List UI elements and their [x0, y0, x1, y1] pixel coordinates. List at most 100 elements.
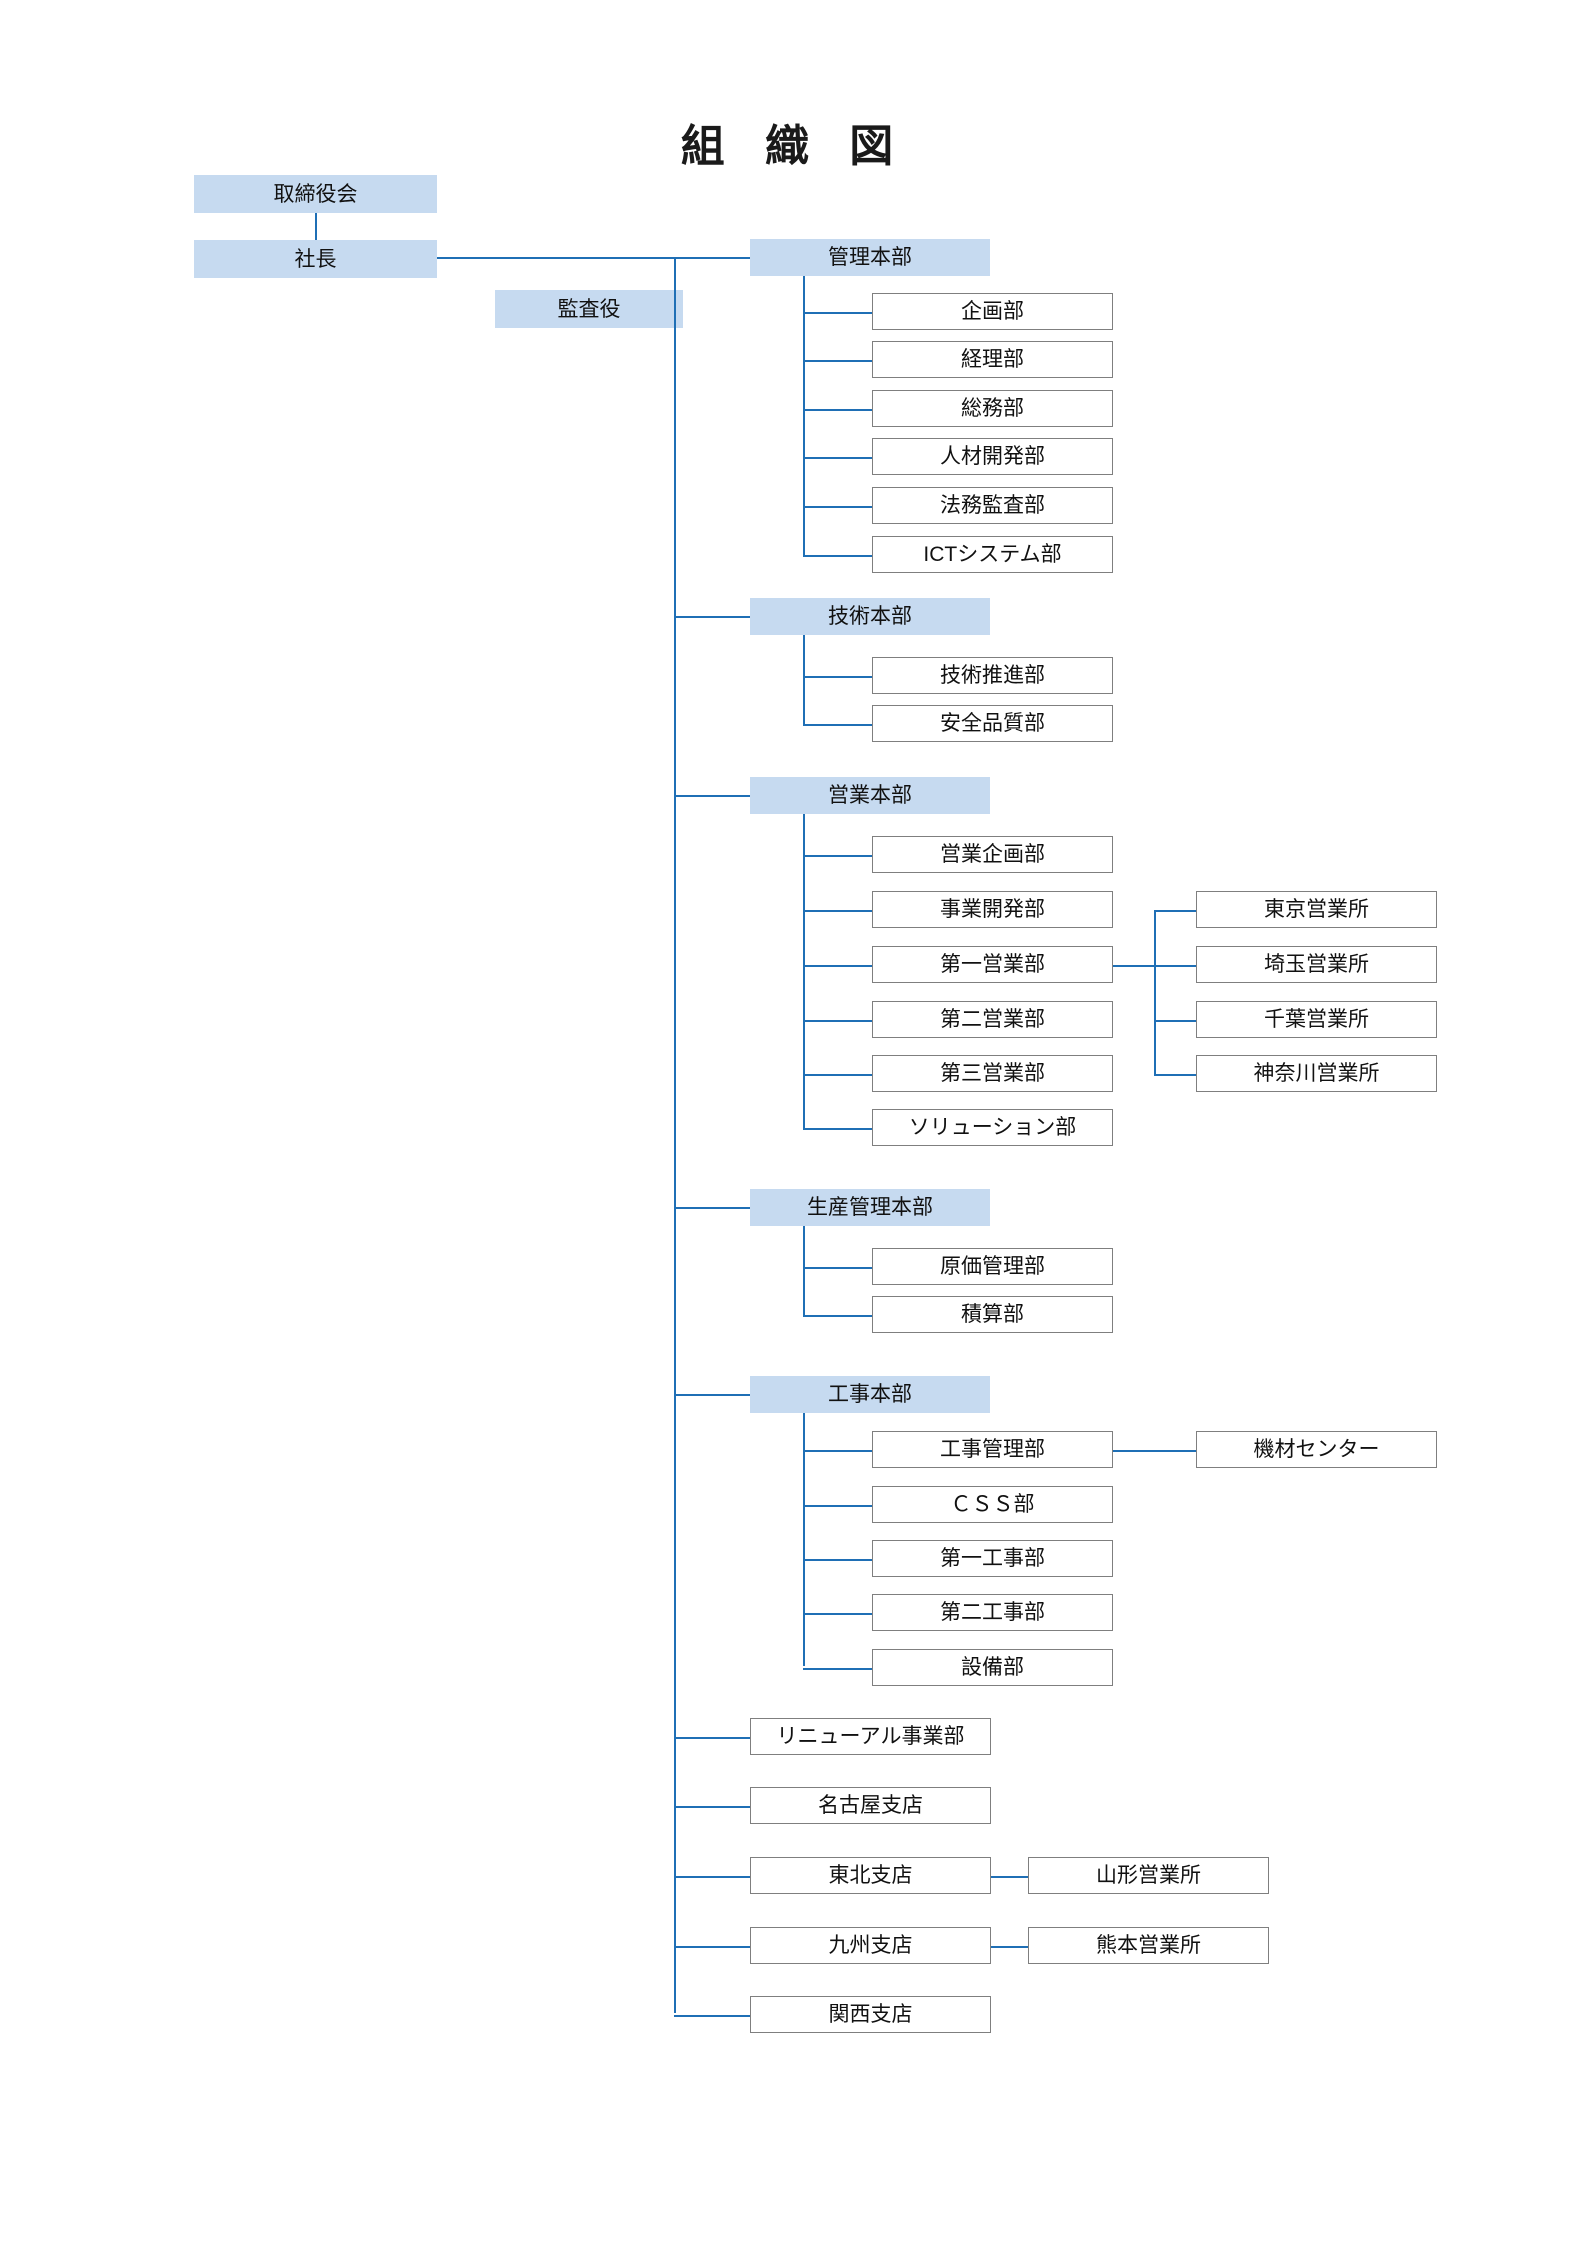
node-label: リニューアル事業部 [776, 1725, 965, 1748]
node-dept-1-1[interactable]: 安全品質部 [872, 705, 1113, 742]
connector-branch-3-office [991, 1946, 1028, 1948]
node-dept-0-0[interactable]: 企画部 [872, 293, 1113, 330]
node-dept-2-3[interactable]: 第二営業部 [872, 1001, 1113, 1038]
node-label: 積算部 [961, 1303, 1024, 1326]
node-dept-2-5[interactable]: ソリューション部 [872, 1109, 1113, 1146]
node-label: 設備部 [961, 1656, 1024, 1679]
node-dept-0-3[interactable]: 人材開発部 [872, 438, 1113, 475]
subtrunk-sales-offices [1154, 910, 1156, 1075]
subtrunk-division-2 [803, 814, 805, 1129]
connector-trunk-division-3 [674, 1207, 750, 1209]
node-branch-3[interactable]: 九州支店 [750, 1927, 991, 1964]
connector-office-2-2 [1154, 1020, 1196, 1022]
connector-office-2-3 [1154, 1074, 1196, 1076]
node-division-4[interactable]: 工事本部 [750, 1376, 990, 1413]
connector-dept-3-0 [803, 1267, 872, 1269]
node-label: 神奈川営業所 [1253, 1062, 1380, 1085]
node-division-1[interactable]: 技術本部 [750, 598, 990, 635]
node-label: 工事本部 [828, 1383, 912, 1406]
node-dept-0-2[interactable]: 総務部 [872, 390, 1113, 427]
node-label: 第一工事部 [940, 1547, 1045, 1570]
node-branch-4[interactable]: 関西支店 [750, 1996, 991, 2033]
node-office-2-2[interactable]: 千葉営業所 [1196, 1001, 1437, 1038]
connector-office-4-0 [1113, 1450, 1196, 1452]
connector-dept-4-4 [803, 1668, 872, 1670]
node-dept-4-2[interactable]: 第一工事部 [872, 1540, 1113, 1577]
node-label: ＣＳＳ部 [950, 1493, 1035, 1516]
node-branch-0[interactable]: リニューアル事業部 [750, 1718, 991, 1755]
node-label: 第二営業部 [940, 1008, 1045, 1031]
node-label: 人材開発部 [940, 445, 1045, 468]
node-office-2-1[interactable]: 埼玉営業所 [1196, 946, 1437, 983]
node-office-4-0[interactable]: 機材センター [1196, 1431, 1437, 1468]
node-label: 経理部 [961, 348, 1024, 371]
connector-trunk-branch-2 [674, 1876, 750, 1878]
node-dept-2-1[interactable]: 事業開発部 [872, 891, 1113, 928]
node-division-2[interactable]: 営業本部 [750, 777, 990, 814]
node-dept-4-0[interactable]: 工事管理部 [872, 1431, 1113, 1468]
connector-dept-0-0 [803, 312, 872, 314]
node-dept-3-1[interactable]: 積算部 [872, 1296, 1113, 1333]
node-label: 東北支店 [828, 1864, 913, 1887]
node-label: 取締役会 [273, 182, 358, 206]
node-label: 安全品質部 [940, 712, 1045, 735]
node-label: 熊本営業所 [1096, 1934, 1201, 1957]
connector-trunk-branch-0 [674, 1737, 750, 1739]
node-dept-4-4[interactable]: 設備部 [872, 1649, 1113, 1686]
node-label: 管理本部 [828, 246, 912, 269]
node-branch-1[interactable]: 名古屋支店 [750, 1787, 991, 1824]
node-dept-2-2[interactable]: 第一営業部 [872, 946, 1113, 983]
node-division-0[interactable]: 管理本部 [750, 239, 990, 276]
subtrunk-division-1 [803, 635, 805, 725]
connector-board-president [315, 213, 317, 240]
connector-dept-2-1 [803, 910, 872, 912]
node-label: 東京営業所 [1264, 898, 1369, 921]
node-label: 総務部 [961, 397, 1024, 420]
node-office-2-0[interactable]: 東京営業所 [1196, 891, 1437, 928]
node-label: 企画部 [961, 300, 1024, 323]
node-label: 埼玉営業所 [1264, 953, 1369, 976]
node-dept-2-4[interactable]: 第三営業部 [872, 1055, 1113, 1092]
node-branch-office-3[interactable]: 熊本営業所 [1028, 1927, 1269, 1964]
subtrunk-division-0 [803, 276, 805, 557]
connector-sales-office-stub [1113, 965, 1155, 967]
node-division-3[interactable]: 生産管理本部 [750, 1189, 990, 1226]
connector-trunk-division-1 [674, 616, 750, 618]
node-dept-0-4[interactable]: 法務監査部 [872, 487, 1113, 524]
connector-dept-2-2 [803, 965, 872, 967]
connector-dept-3-1 [803, 1315, 872, 1317]
connector-dept-0-2 [803, 409, 872, 411]
connector-office-2-1 [1154, 965, 1196, 967]
node-dept-0-1[interactable]: 経理部 [872, 341, 1113, 378]
node-branch-office-2[interactable]: 山形営業所 [1028, 1857, 1269, 1894]
node-label: 法務監査部 [940, 494, 1045, 517]
connector-trunk-division-4 [674, 1394, 750, 1396]
node-label: 生産管理本部 [807, 1196, 933, 1219]
node-label: 営業企画部 [940, 843, 1045, 866]
main-trunk-line [674, 257, 676, 2013]
node-label: 九州支店 [828, 1934, 913, 1957]
node-dept-2-0[interactable]: 営業企画部 [872, 836, 1113, 873]
node-dept-0-5[interactable]: ICTシステム部 [872, 536, 1113, 573]
node-president[interactable]: 社長 [194, 240, 437, 278]
node-dept-4-1[interactable]: ＣＳＳ部 [872, 1486, 1113, 1523]
node-dept-3-0[interactable]: 原価管理部 [872, 1248, 1113, 1285]
connector-trunk-division-0 [674, 257, 750, 259]
connector-dept-2-3 [803, 1020, 872, 1022]
node-board-of-directors[interactable]: 取締役会 [194, 175, 437, 213]
connector-dept-2-4 [803, 1074, 872, 1076]
node-label: ICTシステム部 [923, 543, 1062, 566]
node-dept-4-3[interactable]: 第二工事部 [872, 1594, 1113, 1631]
node-branch-2[interactable]: 東北支店 [750, 1857, 991, 1894]
node-office-2-3[interactable]: 神奈川営業所 [1196, 1055, 1437, 1092]
node-auditor[interactable]: 監査役 [495, 290, 683, 328]
connector-trunk-branch-1 [674, 1806, 750, 1808]
node-label: 関西支店 [828, 2003, 913, 2026]
node-dept-1-0[interactable]: 技術推進部 [872, 657, 1113, 694]
connector-dept-1-1 [803, 724, 872, 726]
connector-dept-0-3 [803, 457, 872, 459]
node-label: 名古屋支店 [818, 1794, 923, 1817]
connector-dept-4-3 [803, 1613, 872, 1615]
connector-trunk-division-2 [674, 795, 750, 797]
